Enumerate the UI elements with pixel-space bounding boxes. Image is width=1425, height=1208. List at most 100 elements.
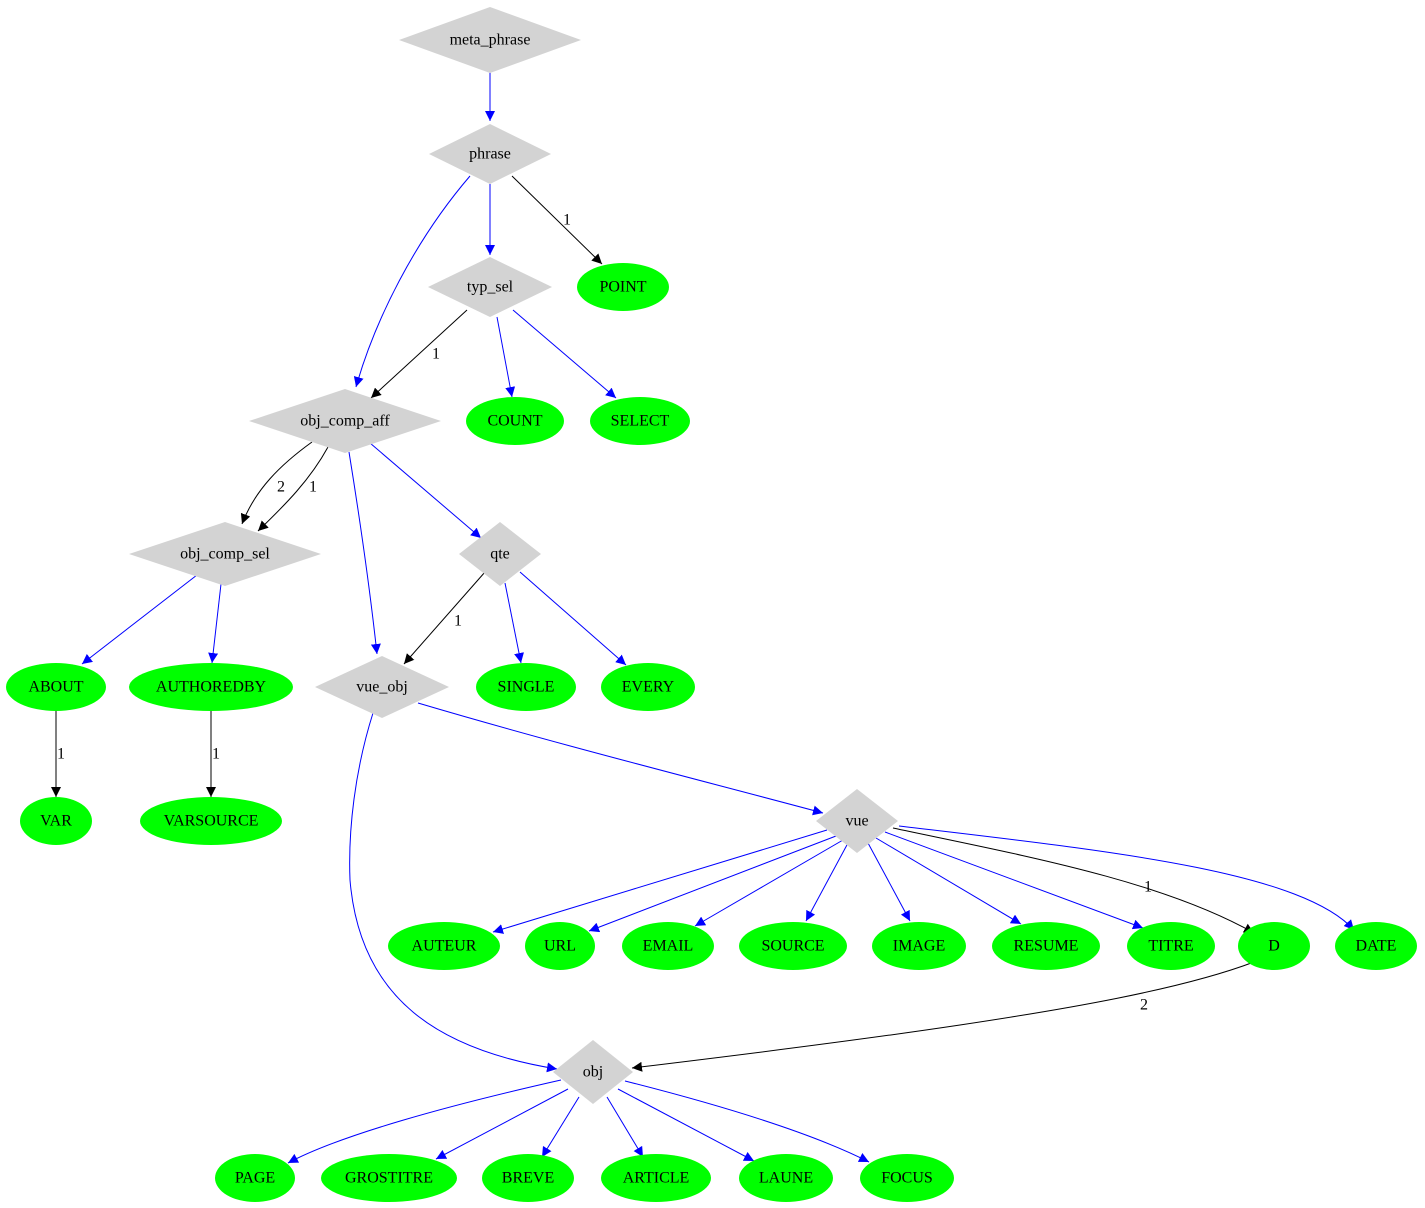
edge-vue-source [805, 842, 849, 922]
node-single[interactable]: SINGLE [476, 663, 576, 711]
node-phrase[interactable]: phrase [429, 124, 551, 184]
node-label: meta_phrase [450, 32, 531, 49]
node-label: LAUNE [759, 1170, 813, 1187]
node-authoredby[interactable]: AUTHOREDBY [129, 663, 293, 711]
node-label: TITRE [1148, 938, 1193, 955]
node-vue[interactable]: vue [816, 789, 898, 853]
node-label: D [1268, 938, 1280, 955]
node-email[interactable]: EMAIL [622, 922, 714, 970]
node-vue-obj[interactable]: vue_obj [315, 656, 449, 718]
edge-qte-single [504, 582, 524, 664]
node-label: GROSTITRE [345, 1170, 433, 1187]
node-titre[interactable]: TITRE [1127, 922, 1215, 970]
node-label: qte [490, 546, 510, 563]
edge-label: 1 [432, 346, 440, 363]
node-focus[interactable]: FOCUS [860, 1154, 954, 1202]
edge-vue-auteur [492, 829, 828, 934]
edges: 1 1 2 1 [51, 72, 1355, 1164]
node-varsource[interactable]: VARSOURCE [140, 797, 282, 845]
edge-obj-breve [541, 1096, 580, 1158]
node-label: VARSOURCE [164, 813, 259, 830]
node-select[interactable]: SELECT [590, 397, 690, 445]
node-label: FOCUS [881, 1170, 933, 1187]
node-label: DATE [1356, 938, 1397, 955]
edge-label: 1 [563, 212, 571, 229]
node-laune[interactable]: LAUNE [739, 1154, 833, 1202]
node-every[interactable]: EVERY [601, 663, 695, 711]
node-label: EMAIL [643, 938, 694, 955]
node-point[interactable]: POINT [577, 263, 669, 311]
node-qte[interactable]: qte [459, 522, 541, 586]
edge-obj-comp-aff-qte [369, 442, 482, 539]
edge-obj-article [606, 1096, 644, 1158]
node-typ-sel[interactable]: typ_sel [428, 257, 552, 317]
node-label: BREVE [502, 1170, 554, 1187]
node-label: VAR [40, 813, 72, 830]
node-source[interactable]: SOURCE [739, 922, 847, 970]
node-meta-phrase[interactable]: meta_phrase [399, 7, 581, 73]
node-obj-comp-aff[interactable]: obj_comp_aff [249, 389, 441, 453]
node-label: obj_comp_sel [180, 546, 270, 563]
edge-vue-date [898, 825, 1355, 931]
node-obj-comp-sel[interactable]: obj_comp_sel [129, 522, 321, 586]
edge-label: 1 [1144, 879, 1152, 896]
edge-typ-sel-obj-comp-aff: 1 [370, 309, 468, 399]
node-breve[interactable]: BREVE [482, 1154, 574, 1202]
edge-vue-url [588, 835, 837, 933]
node-label: vue_obj [356, 679, 408, 696]
node-url[interactable]: URL [525, 922, 595, 970]
node-label: PAGE [235, 1170, 275, 1187]
edge-d-obj: 2 [631, 961, 1255, 1072]
node-label: typ_sel [467, 279, 514, 296]
edge-obj-grostitre [435, 1088, 569, 1160]
node-auteur[interactable]: AUTEUR [388, 922, 500, 970]
node-label: SINGLE [498, 679, 555, 696]
edge-obj-comp-sel-about [81, 574, 198, 665]
node-resume[interactable]: RESUME [992, 922, 1100, 970]
node-grostitre[interactable]: GROSTITRE [321, 1154, 457, 1202]
edge-phrase-obj-comp-aff [353, 175, 471, 388]
edge-vue-image [867, 842, 911, 922]
edge-qte-every [519, 571, 627, 666]
node-d[interactable]: D [1238, 922, 1310, 970]
edge-obj-comp-aff-obj-comp-sel-2: 2 [240, 441, 313, 525]
node-label: AUTHOREDBY [156, 679, 267, 696]
edge-obj-comp-aff-vue-obj [348, 451, 381, 655]
edge-label: 2 [1140, 997, 1148, 1014]
edge-qte-vue-obj: 1 [403, 571, 486, 665]
edge-vue-titre [884, 831, 1144, 930]
node-label: IMAGE [893, 938, 945, 955]
node-label: obj [583, 1064, 603, 1081]
node-obj[interactable]: obj [553, 1040, 633, 1104]
node-article[interactable]: ARTICLE [601, 1154, 711, 1202]
node-count[interactable]: COUNT [466, 397, 564, 445]
edge-typ-sel-select [512, 309, 617, 399]
node-label: EVERY [622, 679, 675, 696]
node-date[interactable]: DATE [1335, 922, 1417, 970]
node-label: phrase [469, 146, 511, 163]
edge-authoredby-varsource: 1 [206, 711, 220, 797]
edge-vue-resume [875, 837, 1022, 925]
node-var[interactable]: VAR [20, 797, 92, 845]
node-label: vue [845, 813, 868, 830]
edge-obj-focus [624, 1080, 870, 1163]
edge-vue-email [694, 839, 844, 927]
node-page[interactable]: PAGE [215, 1154, 295, 1202]
node-label: obj_comp_aff [300, 413, 390, 430]
node-about[interactable]: ABOUT [6, 663, 106, 711]
edge-typ-sel-count [496, 316, 516, 398]
edge-obj-page [287, 1079, 562, 1164]
node-label: SELECT [611, 413, 670, 430]
node-image[interactable]: IMAGE [872, 922, 966, 970]
edge-label: 1 [57, 746, 65, 763]
edge-phrase-point: 1 [511, 175, 603, 265]
node-label: ABOUT [28, 679, 83, 696]
node-label: SOURCE [761, 938, 824, 955]
edge-vue-d: 1 [892, 827, 1255, 934]
edge-vue-obj-vue [417, 702, 824, 816]
edge-label: 1 [454, 613, 462, 630]
node-label: AUTEUR [412, 938, 477, 955]
edge-obj-comp-aff-obj-comp-sel-1: 1 [257, 446, 329, 532]
edge-label: 1 [212, 746, 220, 763]
